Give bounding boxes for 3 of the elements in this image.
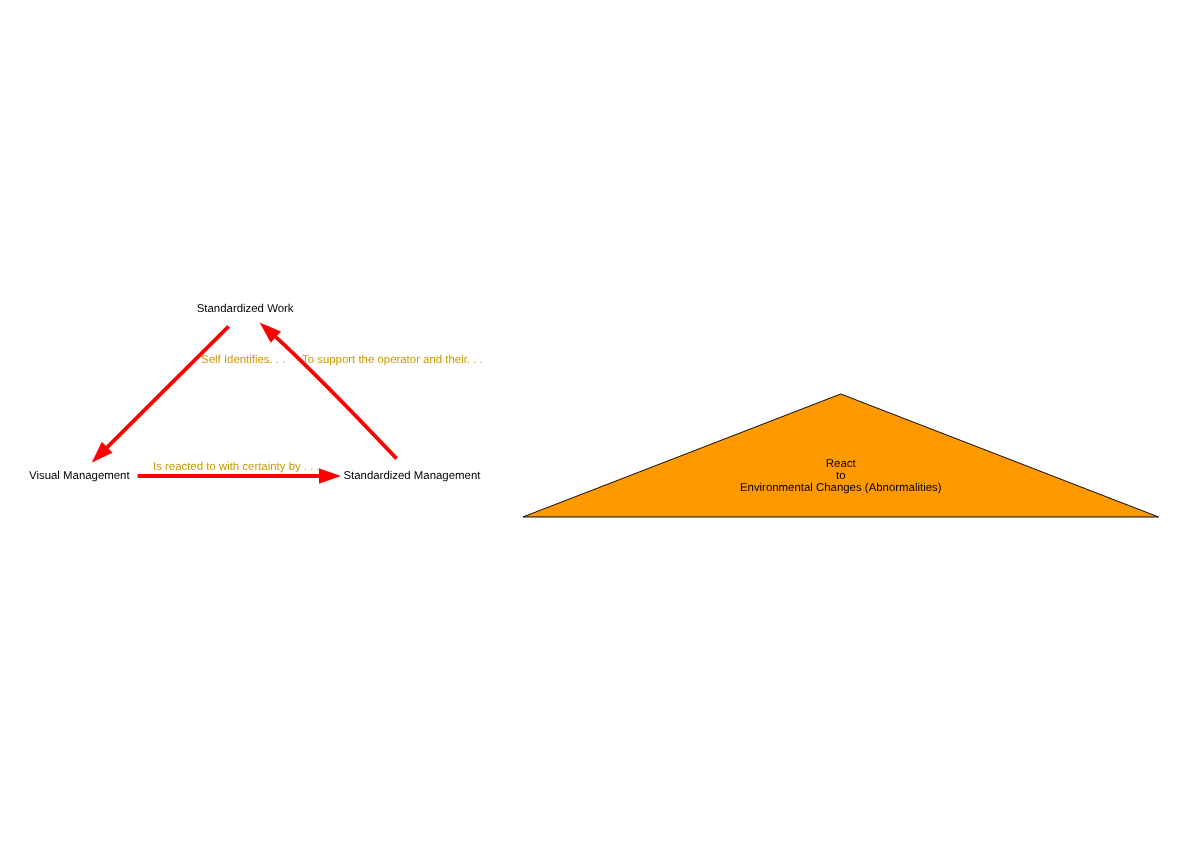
arrow bbox=[259, 321, 398, 459]
arrow bbox=[137, 467, 341, 483]
arrow bbox=[91, 324, 230, 462]
